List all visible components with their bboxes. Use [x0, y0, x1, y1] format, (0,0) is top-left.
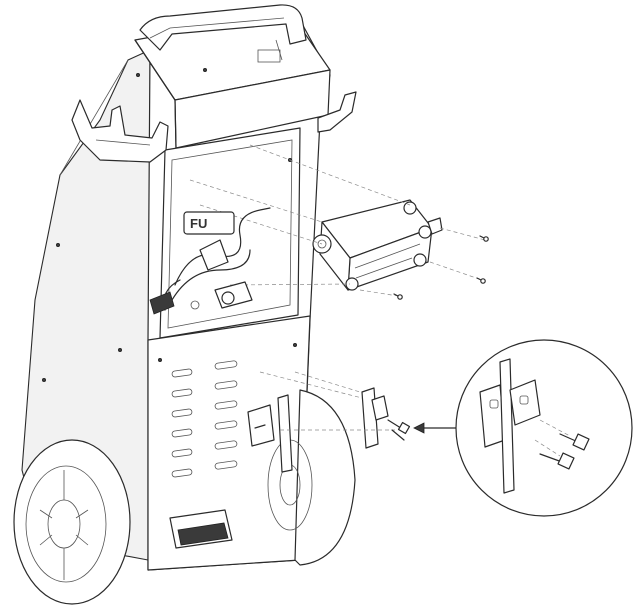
screw-icon: [393, 235, 489, 300]
vent-slots: [171, 360, 238, 478]
handle-icon: [139, 4, 307, 51]
foot-pedal-icon: [169, 509, 233, 549]
wheel-right-icon: [267, 389, 356, 566]
brand-text: FU: [190, 216, 207, 231]
detail-magnifier-icon: [455, 339, 633, 517]
wheel-left-icon: [13, 439, 131, 605]
bracket-icon: [259, 371, 395, 449]
mounting-bracket-icon: [247, 394, 293, 473]
screw-bracket-icon: [387, 419, 411, 441]
charger-module-icon: [312, 199, 443, 291]
side-hook-right-icon: [317, 91, 357, 133]
brand-label: FU: [183, 211, 235, 235]
side-hook-left-icon: [71, 99, 169, 163]
cable-bundle-icon: [149, 207, 271, 315]
arrow-icon: [413, 422, 463, 434]
